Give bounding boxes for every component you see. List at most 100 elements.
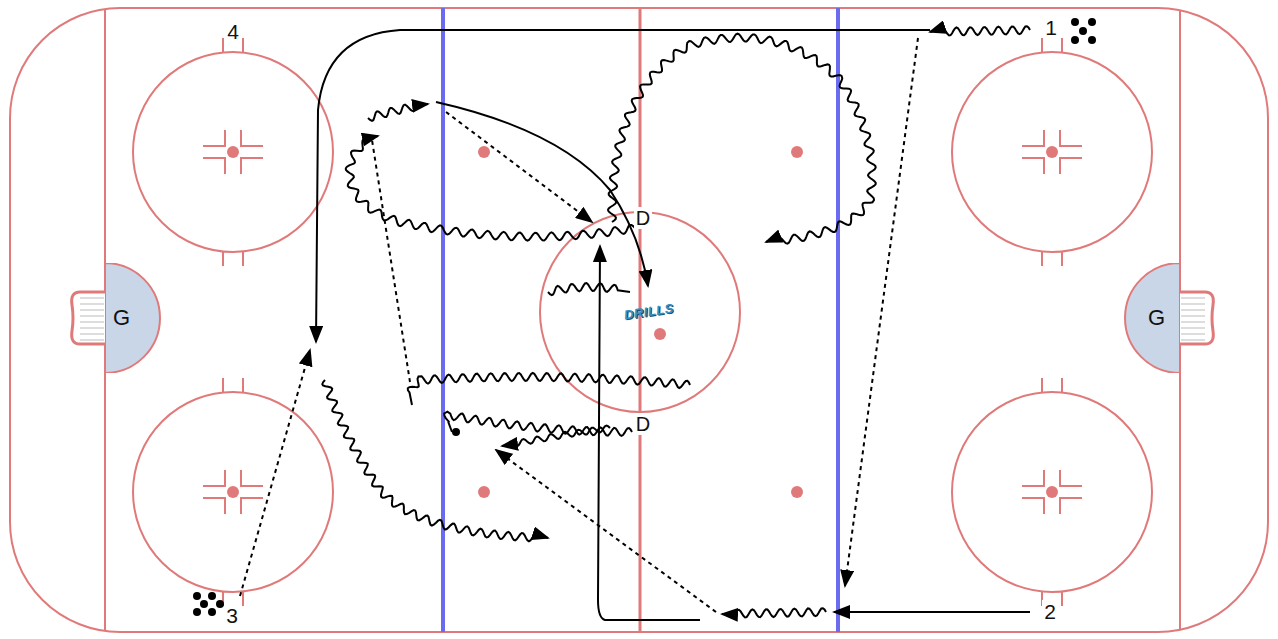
net-mesh bbox=[1181, 334, 1205, 335]
skate-with-puck bbox=[368, 104, 428, 121]
goal-net bbox=[1180, 292, 1213, 344]
net-mesh bbox=[80, 334, 104, 335]
net-mesh bbox=[80, 310, 104, 311]
pass-line bbox=[496, 450, 716, 612]
hash-mark bbox=[242, 38, 244, 52]
puck bbox=[1071, 36, 1079, 44]
goal-crease: G bbox=[105, 263, 161, 373]
hash-mark bbox=[222, 252, 224, 266]
faceoff-dot bbox=[227, 486, 239, 498]
hash-mark bbox=[1022, 130, 1044, 146]
hash-mark bbox=[242, 252, 244, 266]
net-mesh bbox=[1181, 316, 1205, 317]
net-mesh bbox=[1181, 340, 1205, 341]
skate-with-puck bbox=[722, 608, 826, 617]
net-mesh bbox=[80, 340, 104, 341]
hash-mark bbox=[1041, 378, 1043, 392]
hash-mark bbox=[222, 38, 224, 52]
faceoff-circle bbox=[133, 52, 333, 252]
faceoff-circle bbox=[133, 392, 333, 592]
faceoff-circle bbox=[952, 392, 1152, 592]
hash-mark bbox=[241, 158, 263, 174]
net-mesh bbox=[80, 298, 104, 299]
net-mesh bbox=[80, 304, 104, 305]
hash-mark bbox=[1061, 252, 1063, 266]
hash-mark bbox=[241, 130, 263, 146]
hash-mark bbox=[1061, 592, 1063, 606]
hash-mark bbox=[242, 378, 244, 392]
skate-with-puck bbox=[346, 136, 635, 241]
player-number: 3 bbox=[224, 604, 240, 627]
goalie-label: G bbox=[1148, 305, 1165, 331]
goal-net bbox=[72, 292, 105, 344]
crease-outline bbox=[1125, 263, 1180, 373]
skate-line bbox=[598, 246, 700, 620]
puck bbox=[200, 600, 208, 608]
skate-with-puck bbox=[408, 373, 690, 405]
hash-mark bbox=[1060, 470, 1082, 486]
skate-with-puck bbox=[608, 34, 876, 244]
skate-with-puck bbox=[444, 412, 632, 436]
neutral-dot bbox=[478, 486, 490, 498]
center-dot bbox=[654, 328, 666, 340]
net-mesh bbox=[1181, 328, 1205, 329]
hash-mark bbox=[1060, 498, 1082, 514]
faceoff-dot bbox=[1046, 486, 1058, 498]
goal-crease: G bbox=[1124, 263, 1180, 373]
net-mesh bbox=[1181, 304, 1205, 305]
hash-mark bbox=[1060, 130, 1082, 146]
hash-mark bbox=[203, 470, 225, 486]
skate-with-puck bbox=[548, 283, 630, 295]
puck bbox=[193, 592, 201, 600]
player-number: 1 bbox=[1043, 16, 1059, 39]
puck bbox=[208, 608, 216, 616]
hash-mark bbox=[203, 158, 225, 174]
hash-mark bbox=[1022, 158, 1044, 174]
hash-mark bbox=[241, 498, 263, 514]
puck bbox=[1071, 18, 1079, 26]
faceoff-dot bbox=[227, 146, 239, 158]
hash-mark bbox=[1041, 38, 1043, 52]
skate-with-puck bbox=[930, 26, 1030, 35]
puck bbox=[452, 428, 460, 436]
faceoff-circle bbox=[952, 52, 1152, 252]
net-mesh bbox=[1181, 310, 1205, 311]
hash-mark bbox=[1022, 498, 1044, 514]
crease-outline bbox=[105, 263, 160, 373]
blue-line bbox=[836, 8, 840, 632]
neutral-dot bbox=[478, 146, 490, 158]
defense-marker: D bbox=[634, 207, 652, 229]
hash-mark bbox=[1022, 470, 1044, 486]
hash-mark bbox=[1060, 158, 1082, 174]
player-number: 4 bbox=[225, 20, 241, 43]
hash-mark bbox=[1061, 38, 1063, 52]
rink-boards bbox=[10, 8, 1268, 632]
player-number: 2 bbox=[1042, 600, 1058, 623]
puck bbox=[1088, 36, 1096, 44]
hash-mark bbox=[1061, 378, 1063, 392]
puck bbox=[216, 600, 224, 608]
net-mesh bbox=[1181, 322, 1205, 323]
pass-line bbox=[240, 350, 310, 596]
neutral-dot bbox=[791, 486, 803, 498]
hash-mark bbox=[222, 378, 224, 392]
hash-mark bbox=[203, 130, 225, 146]
net-mesh bbox=[80, 316, 104, 317]
net-mesh bbox=[80, 328, 104, 329]
skate-line bbox=[436, 102, 648, 286]
defense-marker: D bbox=[634, 413, 652, 435]
hash-mark bbox=[203, 498, 225, 514]
skate-line bbox=[316, 30, 930, 342]
skate-line bbox=[834, 611, 1030, 613]
hash-mark bbox=[1041, 252, 1043, 266]
pass-line bbox=[372, 140, 410, 382]
net-mesh bbox=[1181, 298, 1205, 299]
pass-line bbox=[845, 38, 918, 586]
skate-with-puck bbox=[322, 380, 548, 541]
hash-mark bbox=[241, 470, 263, 486]
puck bbox=[1079, 27, 1087, 35]
neutral-dot bbox=[791, 146, 803, 158]
puck bbox=[208, 592, 216, 600]
net-mesh bbox=[80, 322, 104, 323]
puck bbox=[193, 608, 201, 616]
